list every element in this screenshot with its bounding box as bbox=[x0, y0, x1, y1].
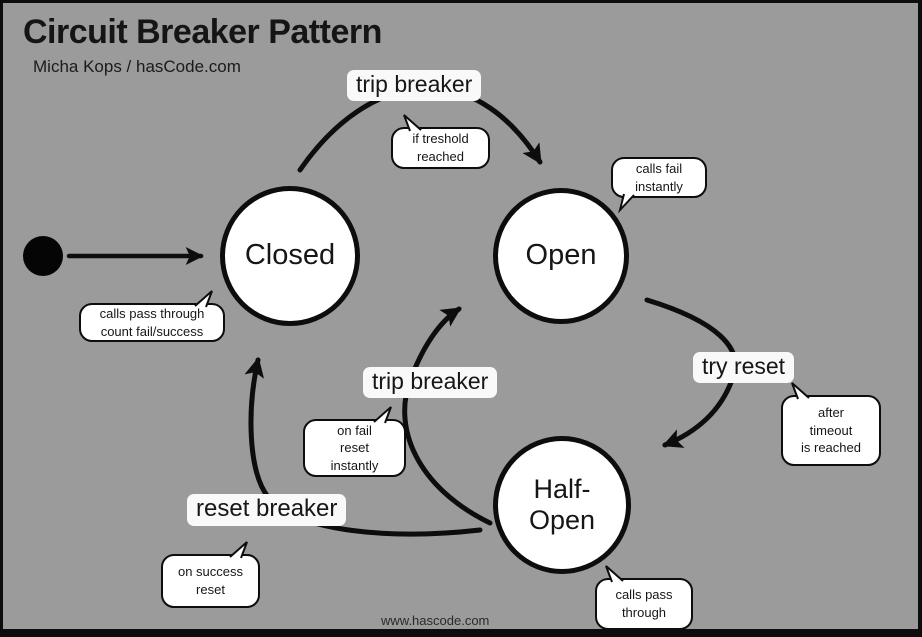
label-trip-breaker-mid: trip breaker bbox=[363, 367, 498, 398]
note-after-timeout: after timeout is reached bbox=[781, 382, 881, 466]
label-trip-breaker-top: trip breaker bbox=[347, 70, 482, 101]
note-tail-icon bbox=[605, 565, 624, 583]
note-text: if treshold reached bbox=[412, 131, 469, 164]
initial-state-node bbox=[23, 236, 63, 276]
note-text: calls pass through bbox=[615, 587, 673, 620]
note-tail-icon bbox=[791, 382, 810, 400]
label-try-reset: try reset bbox=[693, 352, 795, 383]
note-on-fail: on fail reset instantly bbox=[303, 406, 406, 477]
note-text: on fail reset instantly bbox=[330, 422, 379, 473]
note-text: on success reset bbox=[177, 564, 244, 597]
note-tail-icon bbox=[194, 290, 213, 308]
state-open-label: Open bbox=[525, 239, 597, 272]
note-if-treshold: if treshold reached bbox=[391, 114, 490, 169]
page-subtitle: Micha Kops / hasCode.com bbox=[33, 57, 241, 76]
state-closed-label: Closed bbox=[244, 239, 336, 272]
note-tail-icon bbox=[618, 193, 635, 214]
state-half-open: Half- Open bbox=[493, 436, 631, 574]
note-tail-icon bbox=[403, 114, 422, 132]
page-title: Circuit Breaker Pattern bbox=[23, 13, 382, 51]
state-open: Open bbox=[493, 188, 629, 324]
state-half-open-label: Half- Open bbox=[528, 473, 596, 535]
note-tail-icon bbox=[229, 541, 248, 559]
arrow-halfopen-to-open bbox=[402, 306, 493, 526]
note-calls-pass: calls pass through bbox=[595, 565, 693, 629]
note-text: calls fail instantly bbox=[635, 160, 683, 194]
note-calls-fail: calls fail instantly bbox=[611, 157, 707, 214]
note-calls-pass-count: calls pass through count fail/success bbox=[79, 290, 225, 342]
note-on-success: on success reset bbox=[161, 541, 260, 608]
label-reset-breaker: reset breaker bbox=[187, 494, 347, 526]
state-closed: Closed bbox=[220, 186, 360, 326]
note-tail-icon bbox=[373, 406, 392, 424]
note-text: calls pass through count fail/success bbox=[99, 305, 205, 339]
watermark: www.hascode.com bbox=[381, 613, 490, 628]
note-text: after timeout is reached bbox=[801, 405, 861, 456]
